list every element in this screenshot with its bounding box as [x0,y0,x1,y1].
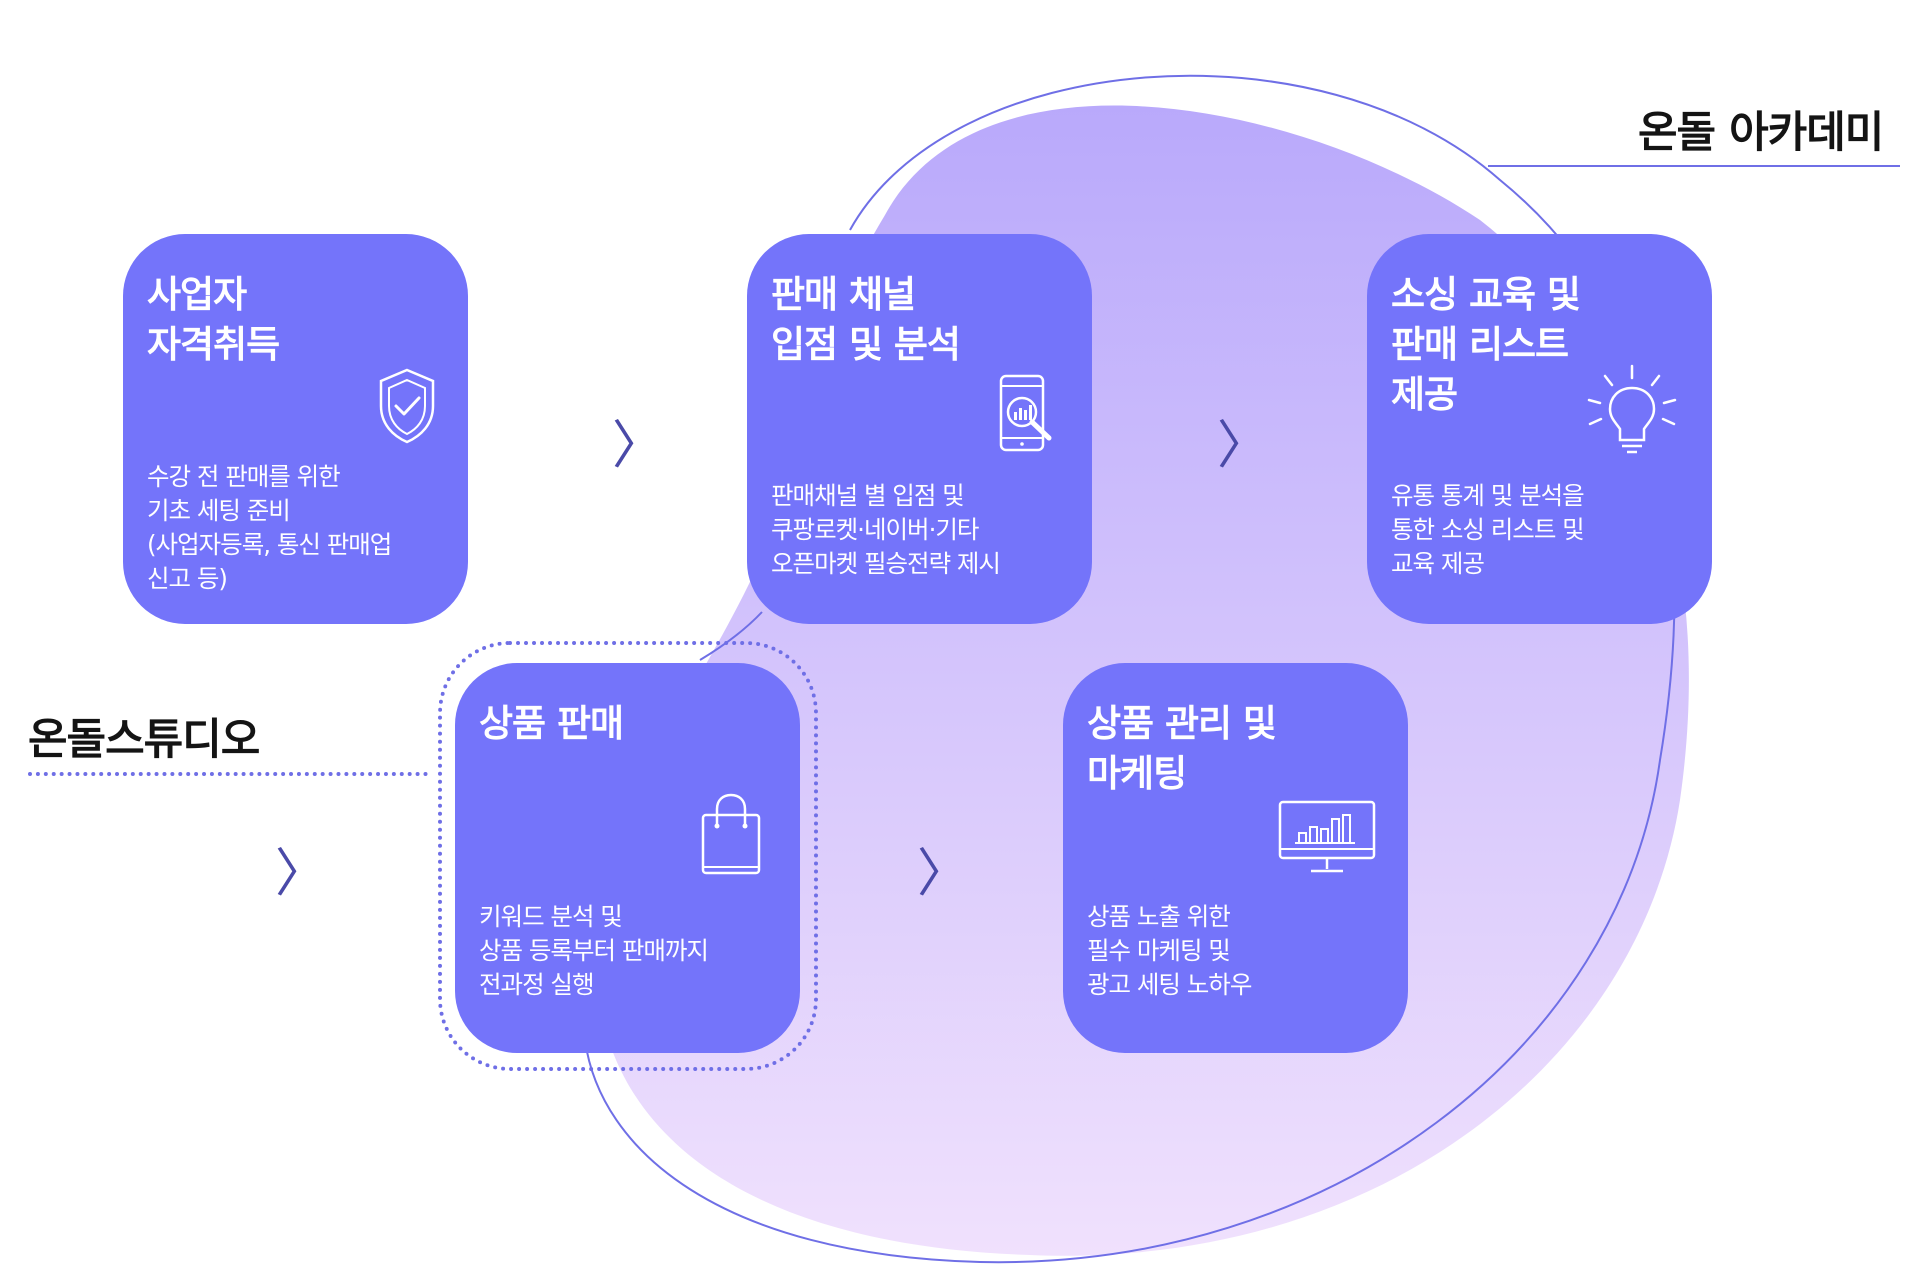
monitor-chart-icon [1278,800,1376,873]
arrow-right-icon: 〉 [275,844,328,904]
card-business-license: 사업자 자격취득 수강 전 판매를 위한 기초 세팅 준비 (사업자등록, 통신… [123,234,468,624]
card-sourcing-education: 소싱 교육 및 판매 리스트 제공 유통 통계 및 분석을 통한 소싱 리스트 … [1367,234,1712,624]
phone-analytics-icon [999,374,1052,452]
arrow-right-icon: 〉 [1217,416,1270,476]
academy-label: 온돌 아카데미 [1638,108,1884,158]
card-title: 소싱 교육 및 판매 리스트 제공 [1391,273,1581,416]
card-title: 판매 채널 입점 및 분석 [771,273,961,366]
card-description: 상품 노출 위한 필수 마케팅 및 광고 세팅 노하우 [1087,902,1252,999]
card-title: 사업자 자격취득 [147,273,280,366]
card-description: 유통 통계 및 분석을 통한 소싱 리스트 및 교육 제공 [1391,481,1585,578]
shopping-bag-icon [701,793,761,875]
card-description: 수강 전 판매를 위한 기초 세팅 준비 (사업자등록, 통신 판매업 신고 등… [147,462,392,593]
card-product-marketing: 상품 관리 및 마케팅 상품 노출 위한 필수 마케팅 및 광고 세팅 노하우 [1063,663,1408,1053]
card-title: 상품 판매 [479,702,624,745]
card-description: 판매채널 별 입점 및 쿠팡로켓·네이버·기타 오픈마켓 필승전략 제시 [771,481,1001,578]
arrow-right-icon: 〉 [612,416,665,476]
lightbulb-icon [1587,364,1677,454]
studio-label: 온돌스튜디오 [28,715,260,765]
studio-dotted-frame [438,641,818,1071]
shield-check-icon [379,368,435,444]
academy-divider-line [1488,165,1900,167]
studio-divider-line [28,772,428,776]
card-product-sales: 상품 판매 키워드 분석 및 상품 등록부터 판매까지 전과정 실행 [455,663,800,1053]
card-title: 상품 관리 및 마케팅 [1087,702,1277,795]
arrow-right-icon: 〉 [917,844,970,904]
card-description: 키워드 분석 및 상품 등록부터 판매까지 전과정 실행 [479,902,709,999]
academy-outline [584,74,1676,1264]
connector-curve [699,611,763,661]
card-sales-channel: 판매 채널 입점 및 분석 판매채널 별 입점 및 쿠팡로켓·네이버·기타 오픈… [747,234,1092,624]
